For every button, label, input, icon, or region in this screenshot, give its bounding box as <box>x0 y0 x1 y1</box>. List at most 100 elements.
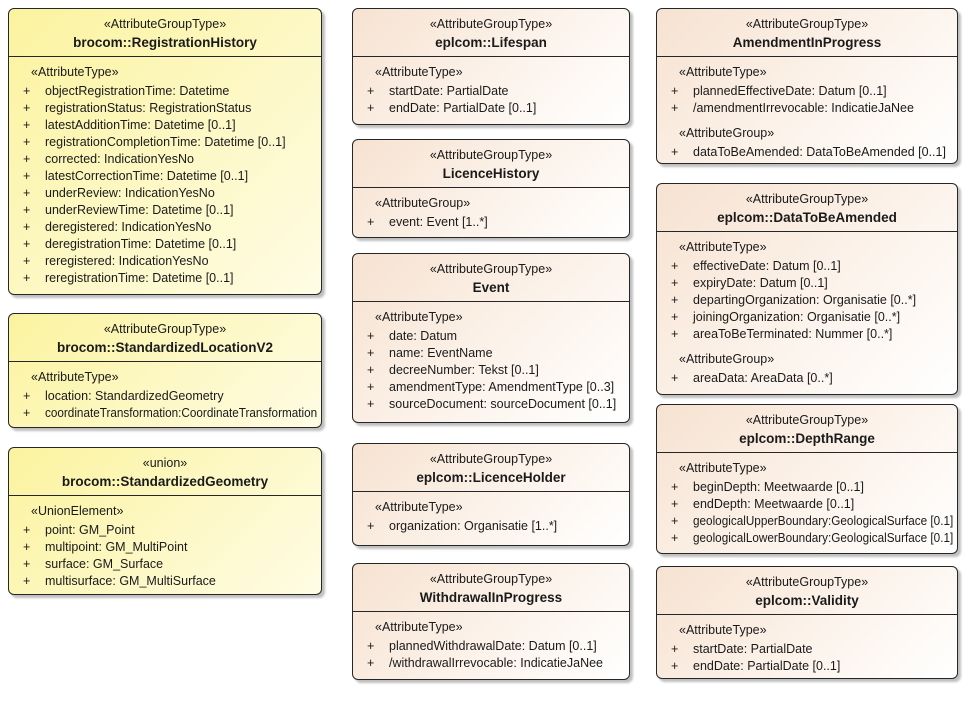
section-stereotype: «AttributeType» <box>375 620 463 634</box>
visibility-symbol: + <box>367 101 375 115</box>
section-stereotype: «AttributeType» <box>679 65 767 79</box>
attribute-text: amendmentType: AmendmentType [0..3] <box>389 380 615 394</box>
node-name: LicenceHistory <box>442 166 540 181</box>
attribute-row: +reregistrationTime: Datetime [0..1] <box>21 270 317 287</box>
node-attribute-compartment: «AttributeType»+location: StandardizedGe… <box>9 362 321 426</box>
section-stereotype: «AttributeGroup» <box>679 126 775 140</box>
uml-node-lifespan[interactable]: «AttributeGroupType» eplcom::Lifespan «A… <box>352 8 630 125</box>
uml-node-licence-holder[interactable]: «AttributeGroupType» eplcom::LicenceHold… <box>352 443 630 546</box>
node-attribute-compartment: «AttributeType» +plannedEffectiveDate: Da… <box>657 57 957 165</box>
uml-node-event[interactable]: «AttributeGroupType» Event «AttributeTyp… <box>352 253 630 423</box>
section-stereotype: «UnionElement» <box>31 504 124 518</box>
attribute-text: underReview: IndicationYesNo <box>45 186 215 200</box>
attribute-text: location: StandardizedGeometry <box>45 389 224 403</box>
node-name: brocom::StandardizedLocationV2 <box>56 340 274 355</box>
node-name: WithdrawalInProgress <box>419 590 563 605</box>
node-attribute-compartment: «AttributeType» +objectRegistrationTime: … <box>9 57 321 291</box>
attribute-row: +effectiveDate: Datum [0..1] <box>669 258 953 275</box>
attribute-row: +latestCorrectionTime: Datetime [0..1] <box>21 168 317 185</box>
node-attribute-compartment: «AttributeType»+date: Datum+name: EventN… <box>353 302 629 417</box>
attribute-row: +areaData: AreaData [0..*] <box>669 370 953 387</box>
visibility-symbol: + <box>367 656 375 670</box>
attribute-row: +joiningOrganization: Organisatie [0..*] <box>669 309 953 326</box>
node-name: eplcom::Lifespan <box>435 35 547 50</box>
attribute-text: registrationCompletionTime: Datetime [0.… <box>45 135 286 149</box>
attribute-row: +surface: GM_Surface <box>21 556 317 573</box>
section-stereotype: «AttributeType» <box>375 65 463 79</box>
uml-node-depth-range[interactable]: «AttributeGroupType» eplcom::DepthRange … <box>656 404 958 554</box>
visibility-symbol: + <box>367 84 375 98</box>
attribute-row: +deregistrationTime: Datetime [0..1] <box>21 236 317 253</box>
visibility-symbol: + <box>367 519 375 533</box>
attribute-text: multipoint: GM_MultiPoint <box>45 540 188 554</box>
uml-node-amendment-in-progress[interactable]: «AttributeGroupType» AmendmentInProgress… <box>656 8 958 164</box>
attribute-text: point: GM_Point <box>45 523 135 537</box>
node-name: eplcom::DataToBeAmended <box>717 210 897 225</box>
node-header: «AttributeGroupType» eplcom::DepthRange <box>657 405 957 453</box>
node-header: «AttributeGroupType» brocom::Standardize… <box>9 314 321 362</box>
attribute-row: +multipoint: GM_MultiPoint <box>21 539 317 556</box>
attribute-row: +amendmentType: AmendmentType [0..3] <box>365 379 625 396</box>
visibility-symbol: + <box>23 271 31 285</box>
uml-node-standardized-location-v2[interactable]: «AttributeGroupType» brocom::Standardize… <box>8 313 322 428</box>
attribute-row: +geologicalLowerBoundary:GeologicalSurfa… <box>669 530 953 547</box>
attribute-text: dataToBeAmended: DataToBeAmended [0..1] <box>693 145 946 159</box>
visibility-symbol: + <box>671 293 679 307</box>
attribute-row: +deregistered: IndicationYesNo <box>21 219 317 236</box>
attribute-row: +underReviewTime: Datetime [0..1] <box>21 202 317 219</box>
visibility-symbol: + <box>367 346 375 360</box>
attribute-text: areaToBeTerminated: Nummer [0..*] <box>693 327 893 341</box>
attribute-row: +objectRegistrationTime: Datetime <box>21 83 317 100</box>
uml-node-data-to-be-amended[interactable]: «AttributeGroupType» eplcom::DataToBeAme… <box>656 183 958 395</box>
attribute-row: +plannedEffectiveDate: Datum [0..1] <box>669 83 953 100</box>
section-stereotype: «AttributeType» <box>679 623 767 637</box>
attribute-row: +name: EventName <box>365 345 625 362</box>
node-stereotype: «AttributeGroupType» <box>429 572 553 586</box>
uml-node-registration-history[interactable]: «AttributeGroupType» brocom::Registratio… <box>8 8 322 295</box>
node-stereotype: «AttributeGroupType» <box>745 413 869 427</box>
uml-node-validity[interactable]: «AttributeGroupType» eplcom::Validity «A… <box>656 566 958 679</box>
section-stereotype: «AttributeGroup» <box>679 352 775 366</box>
attribute-text: geologicalLowerBoundary:GeologicalSurfac… <box>693 531 954 545</box>
attribute-row: +underReview: IndicationYesNo <box>21 185 317 202</box>
attribute-text: departingOrganization: Organisatie [0..*… <box>693 293 917 307</box>
node-header: «AttributeGroupType» Event <box>353 254 629 302</box>
visibility-symbol: + <box>23 574 31 588</box>
section-stereotype: «AttributeType» <box>31 65 119 79</box>
attribute-row: +endDepth: Meetwaarde [0..1] <box>669 496 953 513</box>
visibility-symbol: + <box>671 497 679 511</box>
node-stereotype: «AttributeGroupType» <box>745 575 869 589</box>
attribute-row: +endDate: PartialDate [0..1] <box>669 658 953 675</box>
attribute-text: /withdrawalIrrevocable: IndicatieJaNee <box>389 656 603 670</box>
node-stereotype: «AttributeGroupType» <box>745 17 869 31</box>
attribute-row: +decreeNumber: Tekst [0..1] <box>365 362 625 379</box>
visibility-symbol: + <box>23 523 31 537</box>
node-name: AmendmentInProgress <box>732 35 882 50</box>
node-name: eplcom::LicenceHolder <box>416 470 566 485</box>
node-stereotype: «AttributeGroupType» <box>429 452 553 466</box>
uml-node-licence-history[interactable]: «AttributeGroupType» LicenceHistory «Att… <box>352 139 630 238</box>
attribute-text: organization: Organisatie [1..*] <box>389 519 558 533</box>
uml-node-standardized-geometry[interactable]: «union» brocom::StandardizedGeometry «Un… <box>8 447 322 595</box>
attribute-row: +multisurface: GM_MultiSurface <box>21 573 317 590</box>
attribute-row: +event: Event [1..*] <box>365 214 625 231</box>
attribute-row: +plannedWithdrawalDate: Datum [0..1] <box>365 638 625 655</box>
attribute-text: sourceDocument: sourceDocument [0..1] <box>389 397 617 411</box>
attribute-row: +endDate: PartialDate [0..1] <box>365 100 625 117</box>
attribute-text: corrected: IndicationYesNo <box>45 152 194 166</box>
visibility-symbol: + <box>671 514 679 528</box>
attribute-row: +sourceDocument: sourceDocument [0..1] <box>365 396 625 413</box>
node-header: «AttributeGroupType» eplcom::DataToBeAme… <box>657 184 957 232</box>
attribute-text: startDate: PartialDate <box>389 84 509 98</box>
uml-node-withdrawal-in-progress[interactable]: «AttributeGroupType» WithdrawalInProgres… <box>352 563 630 680</box>
node-attribute-compartment: «AttributeType»+organization: Organisati… <box>353 492 629 539</box>
visibility-symbol: + <box>23 237 31 251</box>
attribute-row: + departingOrganization: Organisatie [0..… <box>669 292 953 309</box>
attribute-row: +expiryDate: Datum [0..1] <box>669 275 953 292</box>
attribute-row: +coordinateTransformation:CoordinateTran… <box>21 405 317 422</box>
node-stereotype: «AttributeGroupType» <box>429 17 553 31</box>
attribute-text: underReviewTime: Datetime [0..1] <box>45 203 234 217</box>
section-stereotype: «AttributeType» <box>679 461 767 475</box>
attribute-row: +/amendmentIrrevocable: IndicatieJaNee <box>669 100 953 117</box>
node-header: «AttributeGroupType» brocom::Registratio… <box>9 9 321 57</box>
